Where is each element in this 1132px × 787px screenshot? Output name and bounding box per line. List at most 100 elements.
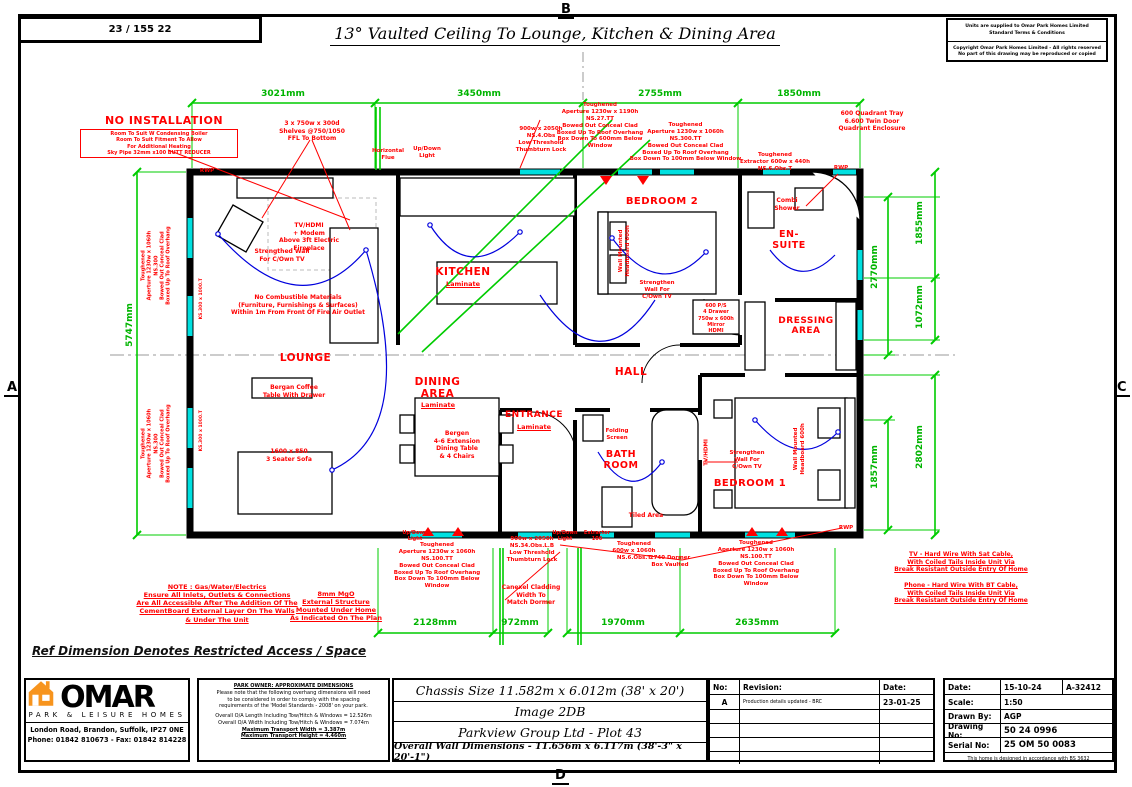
rwp-label-2: RWP <box>833 165 849 171</box>
updown-light-note-top: Up/Down Light <box>413 146 441 159</box>
title-block-center: Chassis Size 11.582m x 6.012m (38' x 20'… <box>392 678 708 763</box>
strengthen-tv-note-bed1: Strengthen Wall For C/Own TV <box>729 450 765 470</box>
left-window-note-2: Toughened Aperture 1230w x 1060h NS.300 … <box>140 404 172 483</box>
oa-width: Overall O/A Width Including Tow/Hitch & … <box>218 719 369 726</box>
updown-light-note-bottom-2: Up/Down Light <box>552 530 578 543</box>
shelves-note: 3 x 750w x 300d Shelves @750/1050 FFL To… <box>279 120 345 142</box>
dim-top-1: 3021mm <box>261 89 305 99</box>
dim-bottom-3: 1970mm <box>601 618 645 628</box>
park-owner-body: Please note that the following overhang … <box>216 689 371 710</box>
folding-screen-note: Folding Screen <box>605 428 629 441</box>
rev-col-no: No: <box>710 680 740 694</box>
extractor-440-note: Toughened Extractor 600w x 440h NS.6.Obs… <box>740 152 810 172</box>
park-owner-header: PARK OWNER: APPROXIMATE DIMENSIONS <box>233 683 354 689</box>
room-label-kitchen: KITCHEN <box>435 266 491 278</box>
room-label-bathroom: BATH ROOM <box>603 449 639 471</box>
dim-top-2: 3450mm <box>457 89 501 99</box>
drawn-by-label: Drawn By: <box>945 710 1001 723</box>
coffee-table-note: Bergan Coffee Table With Drawer <box>262 384 326 399</box>
rev-row-no: A <box>710 695 740 709</box>
quadrant-note: 600 Quadrant Tray 6.600 Twin Door Quadra… <box>838 110 906 132</box>
serial-no-value: 25 OM 50 0083 <box>1004 740 1076 750</box>
rwp-label-3: RWP <box>838 525 854 531</box>
strengthen-tv-note-bed2: Strengthen Wall For C/Own TV <box>639 280 675 300</box>
dim-left-1: 5747mm <box>125 303 135 347</box>
sheet-title: 13° Vaulted Ceiling To Lounge, Kitchen &… <box>330 24 780 46</box>
kitchen-floor-finish: Laminate <box>445 280 481 288</box>
headboard-note-bed1: Wall Mounted Headboard 600h <box>793 423 806 475</box>
marker-right: C <box>1114 380 1130 397</box>
dormer-note: 2740 Dormer Box Vaulted <box>649 555 691 568</box>
omar-logo-box: OMAR PARK & LEISURE HOMES London Road, B… <box>24 678 190 762</box>
window-100-note-left: Toughened Aperture 1230w x 1060h NS.100.… <box>393 542 481 590</box>
phone-hardwire-note: Phone - Hard Wire With BT Cable, With Co… <box>894 582 1028 604</box>
room-label-bedroom1: BEDROOM 1 <box>713 478 787 489</box>
updown-light-note-bottom-1: Up/Down Light <box>402 530 428 543</box>
mgo-note: 8mm MgO External Structure Mounted Under… <box>290 590 382 623</box>
scale-label: Scale: <box>945 695 1001 709</box>
park-owner-box: PARK OWNER: APPROXIMATE DIMENSIONS Pleas… <box>197 678 390 762</box>
marker-left: A <box>4 380 21 397</box>
drawing-no-label: Drawing No: <box>945 724 1001 737</box>
omar-house-icon <box>28 681 54 706</box>
dim-top-4: 1850mm <box>777 89 821 99</box>
omar-tagline: PARK & LEISURE HOMES <box>26 711 188 723</box>
compliance-note: This home is designed in accordance with… <box>967 756 1090 762</box>
terms-line-1: Units are supplied to Omar Park Homes Li… <box>948 20 1106 42</box>
dining-floor-finish: Laminate <box>420 401 456 409</box>
chassis-size: Chassis Size 11.582m x 6.012m (38' x 20'… <box>394 680 706 702</box>
dim-bottom-1: 2128mm <box>413 618 457 628</box>
tv-hardwire-note: TV - Hard Wire With Sat Cable, With Coil… <box>894 551 1028 573</box>
date-value: 15-10-24 <box>1001 680 1063 694</box>
headboard-note-bed2: Wall Mounted Headboard 600h <box>618 225 631 277</box>
ref-dimension-note: Ref Dimension Denotes Restricted Access … <box>32 644 367 658</box>
omar-brand: OMAR <box>60 680 156 715</box>
room-label-ensuite: EN- SUITE <box>772 229 806 251</box>
room-label-dressing: DRESSING AREA <box>778 316 834 337</box>
no-combustible-note: No Combustible Materials (Furniture, Fur… <box>231 294 365 316</box>
combi-shower-note: Combi Shower <box>774 197 800 212</box>
terms-box: Units are supplied to Omar Park Homes Li… <box>946 18 1108 62</box>
marker-top: B <box>558 2 574 19</box>
dim-right-outer-1: 1855mm <box>915 201 925 245</box>
boiler-note-box: Room To Suit W Condensing Boiler Room To… <box>80 129 238 158</box>
entrance-floor-finish: Laminate <box>516 423 552 431</box>
overall-dimensions: Overall Wall Dimensions - 11.656m x 6.11… <box>394 740 682 763</box>
rwp-label-1: RWP <box>199 168 215 174</box>
scale-value: 1:50 <box>1004 697 1023 707</box>
dining-table-note: Bergen 4-6 Extension Dining Table & 4 Ch… <box>433 430 481 460</box>
room-label-bedroom2: BEDROOM 2 <box>625 196 699 207</box>
sheet-code: A-32412 <box>1066 682 1102 692</box>
drawn-by-value: AGP <box>1004 712 1022 721</box>
ks-label-1: KS.300 x 1000.T <box>199 278 205 320</box>
model-name: Image 2DB <box>394 702 706 722</box>
room-label-entrance: ENTRANCE <box>505 410 563 420</box>
drawers-note: 600 P/S 4 Drawer 750w x 600h Mirror HDMI <box>698 303 734 334</box>
date-label: Date: <box>945 680 1001 694</box>
room-label-hall: HALL <box>614 366 648 378</box>
dim-top-3: 2755mm <box>638 89 682 99</box>
sofa-note: 1600 x 850 3 Seater Sofa <box>266 448 312 463</box>
room-label-lounge: LOUNGE <box>279 352 332 364</box>
terms-line-2: Copyright Omar Park Homes Limited - All … <box>953 45 1101 57</box>
rev-col-date: Date: <box>883 682 906 692</box>
oa-length: Overall O/A Length Including Tow/Hitch &… <box>215 713 372 719</box>
customer-plot: Parkview Group Ltd - Plot 43 <box>394 722 706 743</box>
window-100-note-right: Toughened Aperture 1230w x 1060h NS.100.… <box>712 540 800 588</box>
drawing-no-value: 50 24 0996 <box>1004 725 1058 736</box>
serial-no-label: Serial No: <box>945 738 1001 752</box>
canexel-note: Canexel Cladding Width To Match Dormer <box>501 584 561 606</box>
tiled-area-note: Tiled Area <box>628 512 664 519</box>
no-installation-label: NO INSTALLATION <box>104 114 224 127</box>
info-table: Date: 15-10-24 A-32412 Scale: 1:50 Drawn… <box>943 678 1114 762</box>
tv-hdmi-note-bed1: TV/HDMI <box>703 439 710 466</box>
strengthed-wall-note: Strengthed Wall For C/Own TV <box>254 248 310 263</box>
sheet-ref-box: 23 / 155 22 <box>18 16 262 43</box>
transport-height: Maximum Transport Height = 4.460m <box>240 733 347 740</box>
rev-row-desc: Production details updated - BRC <box>740 695 880 709</box>
omar-address: London Road, Brandon, Suffolk, IP27 0NE … <box>27 726 187 744</box>
dim-right-outer-2: 1072mm <box>915 285 925 329</box>
room-label-dining: DINING AREA <box>414 376 461 401</box>
dim-right-outer-3: 2802mm <box>915 425 925 469</box>
